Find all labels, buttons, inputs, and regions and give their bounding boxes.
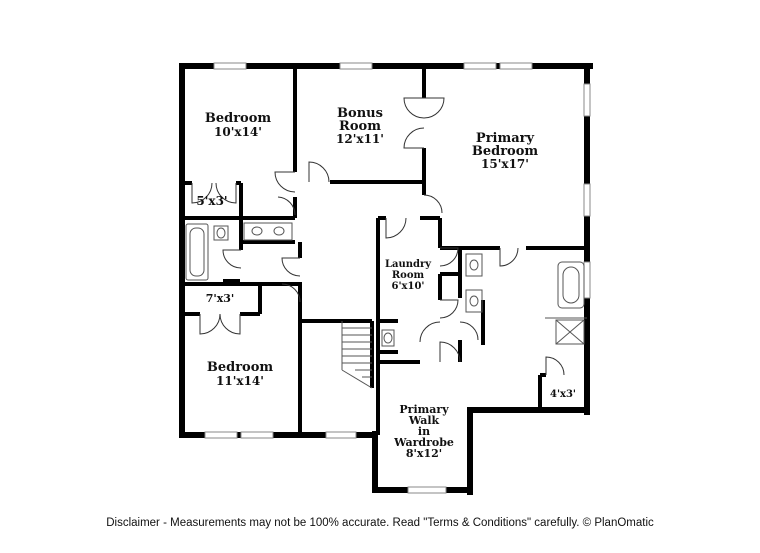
room-name-line2: Room (392, 270, 425, 281)
primary-shower (555, 319, 585, 345)
room-size: 8'x12' (406, 447, 442, 460)
hall-toilet (213, 225, 229, 241)
primary-soaking-tub (557, 261, 585, 309)
room-size: 12'x11' (336, 132, 384, 146)
windows (204, 62, 591, 494)
room-name-line1: Primary (476, 131, 535, 146)
primary-sink-upper (465, 253, 483, 277)
interior-walls (184, 68, 587, 435)
room-size: 4'x3' (550, 389, 576, 400)
hall-double-vanity (243, 222, 293, 241)
room-bedroom-sw: Bedroom 11'x14' (207, 360, 274, 388)
room-primary-walk-in: Primary Walk in Wardrobe 8'x12' (393, 403, 454, 460)
room-primary-bedroom: Primary Bedroom 15'x17' (472, 131, 539, 171)
room-bonus: Bonus Room 12'x11' (336, 106, 384, 146)
room-name-line3: in (418, 425, 430, 438)
room-name-line1: Laundry (385, 259, 432, 270)
room-size: 10'x14' (214, 125, 262, 139)
room-closet-7x3: 7'x3' (206, 292, 235, 305)
stairs (341, 321, 373, 389)
room-name-line1: Primary (399, 403, 449, 416)
room-size: 5'x3' (196, 194, 227, 208)
room-name-line4: Wardrobe (393, 436, 454, 449)
room-size: 15'x17' (481, 157, 529, 171)
room-size: 7'x3' (206, 292, 235, 305)
room-bedroom-nw: Bedroom 10'x14' (205, 111, 272, 139)
room-size: 11'x14' (216, 374, 264, 388)
fixtures (185, 222, 587, 347)
room-size: 6'x10' (392, 281, 425, 292)
room-name: Bedroom (205, 111, 272, 126)
primary-sink-lower (465, 289, 483, 313)
disclaimer-text: Disclaimer - Measurements may not be 100… (106, 517, 654, 529)
room-laundry: Laundry Room 6'x10' (385, 259, 432, 292)
doors (191, 97, 565, 376)
primary-toilet (381, 329, 395, 347)
room-closet-4x3: 4'x3' (550, 389, 576, 400)
room-name-line1: Bonus (337, 106, 383, 121)
room-name-line2: Room (339, 119, 381, 134)
room-closet-5x3: 5'x3' (196, 194, 227, 208)
room-name: Bedroom (207, 360, 274, 375)
hall-bathtub (185, 223, 209, 281)
room-name-line2: Bedroom (472, 144, 539, 159)
room-name-line2: Walk (408, 414, 440, 427)
